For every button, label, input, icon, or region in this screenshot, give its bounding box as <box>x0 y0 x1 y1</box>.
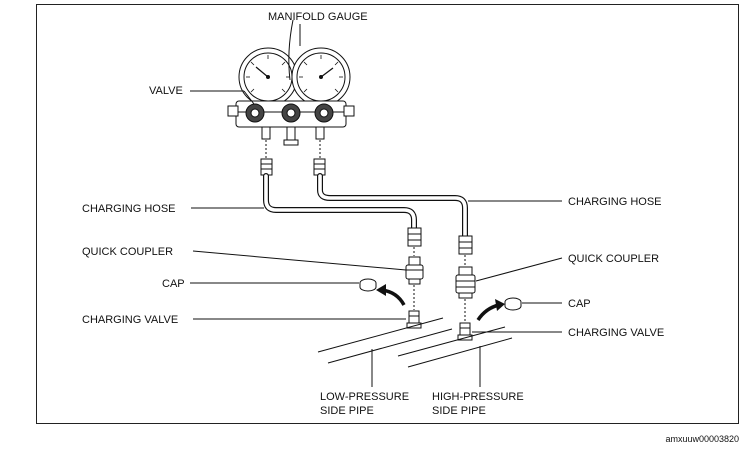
figure-id: amxuuw00003820 <box>665 434 739 444</box>
diagram-frame <box>36 4 739 424</box>
label-charging-valve-right: CHARGING VALVE <box>568 327 664 339</box>
quick-coupler-right <box>455 266 476 299</box>
low-pressure-side-pipe <box>317 317 453 364</box>
label-cap-right: CAP <box>568 298 591 310</box>
label-low-pressure-line1: LOW-PRESSURE <box>320 391 409 403</box>
hose-fittings-top <box>260 158 326 176</box>
label-manifold-gauge: MANIFOLD GAUGE <box>268 11 368 23</box>
quick-coupler-left <box>405 256 424 285</box>
charging-hose-left <box>263 173 417 231</box>
cap-right <box>504 297 522 311</box>
high-gauge-needle <box>320 67 334 78</box>
charging-hose-right <box>317 173 468 239</box>
label-quick-coupler-left: QUICK COUPLER <box>82 246 173 258</box>
label-low-pressure-line2: SIDE PIPE <box>320 405 374 417</box>
label-charging-hose-left: CHARGING HOSE <box>82 203 176 215</box>
label-high-pressure-line1: HIGH-PRESSURE <box>432 391 524 403</box>
cap-left <box>359 278 377 292</box>
cap-removal-arrow-left <box>376 284 406 306</box>
label-valve: VALVE <box>149 85 183 97</box>
label-charging-valve-left: CHARGING VALVE <box>82 314 178 326</box>
high-pressure-side-pipe <box>397 326 513 368</box>
cap-removal-arrow-right <box>476 299 505 322</box>
label-high-pressure-line2: SIDE PIPE <box>432 405 486 417</box>
hose-end-fittings <box>407 227 473 255</box>
label-charging-hose-right: CHARGING HOSE <box>568 196 662 208</box>
manifold-gauge <box>227 19 355 146</box>
low-gauge-needle <box>255 66 269 78</box>
leader-lines <box>190 24 563 387</box>
label-quick-coupler-right: QUICK COUPLER <box>568 253 659 265</box>
label-cap-left: CAP <box>162 278 185 290</box>
